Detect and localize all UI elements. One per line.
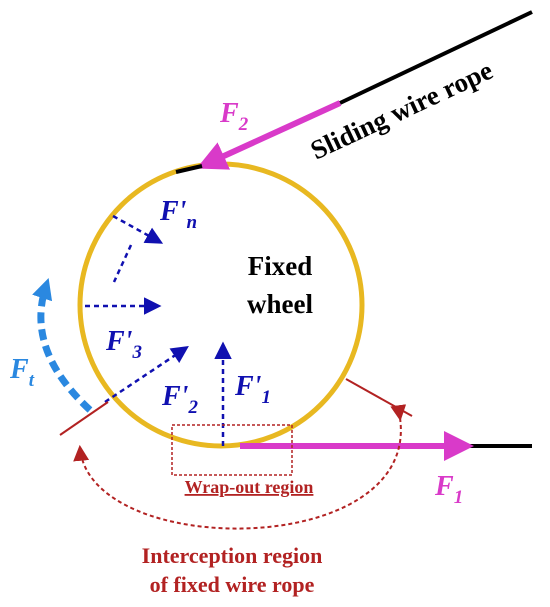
interception-label-line1: Interception region xyxy=(142,543,323,568)
f2-prime-label: F'2 xyxy=(161,381,198,418)
f1-label: F1 xyxy=(434,471,463,508)
fixed-wheel-label-line2: wheel xyxy=(247,289,313,319)
fn-prime-label: F'n xyxy=(159,196,197,233)
interception-tick-right xyxy=(345,378,413,417)
wrap-out-region-box xyxy=(171,424,293,476)
f2-label: F2 xyxy=(219,98,249,135)
rope-contact-top xyxy=(175,164,203,174)
f3-prime-label: F'3 xyxy=(105,326,142,363)
interception-arc xyxy=(73,404,407,530)
wrap-out-region-label: Wrap-out region xyxy=(185,477,314,497)
sliding-wire-rope-label: Sliding wire rope xyxy=(306,55,497,165)
f1-prime-label: F'1 xyxy=(234,371,271,408)
fn-prime-arrow xyxy=(112,214,164,244)
dashed-ellipsis-line xyxy=(112,244,133,283)
ft-label: Ft xyxy=(9,354,35,391)
f2-prime-arrow xyxy=(104,346,189,404)
fixed-wheel-label-line1: Fixed xyxy=(248,251,313,281)
f2-arrow xyxy=(196,100,342,170)
sliding-wire-rope-line xyxy=(339,10,533,105)
ft-arrow xyxy=(32,278,93,413)
interception-label-line2: of fixed wire rope xyxy=(150,572,315,597)
